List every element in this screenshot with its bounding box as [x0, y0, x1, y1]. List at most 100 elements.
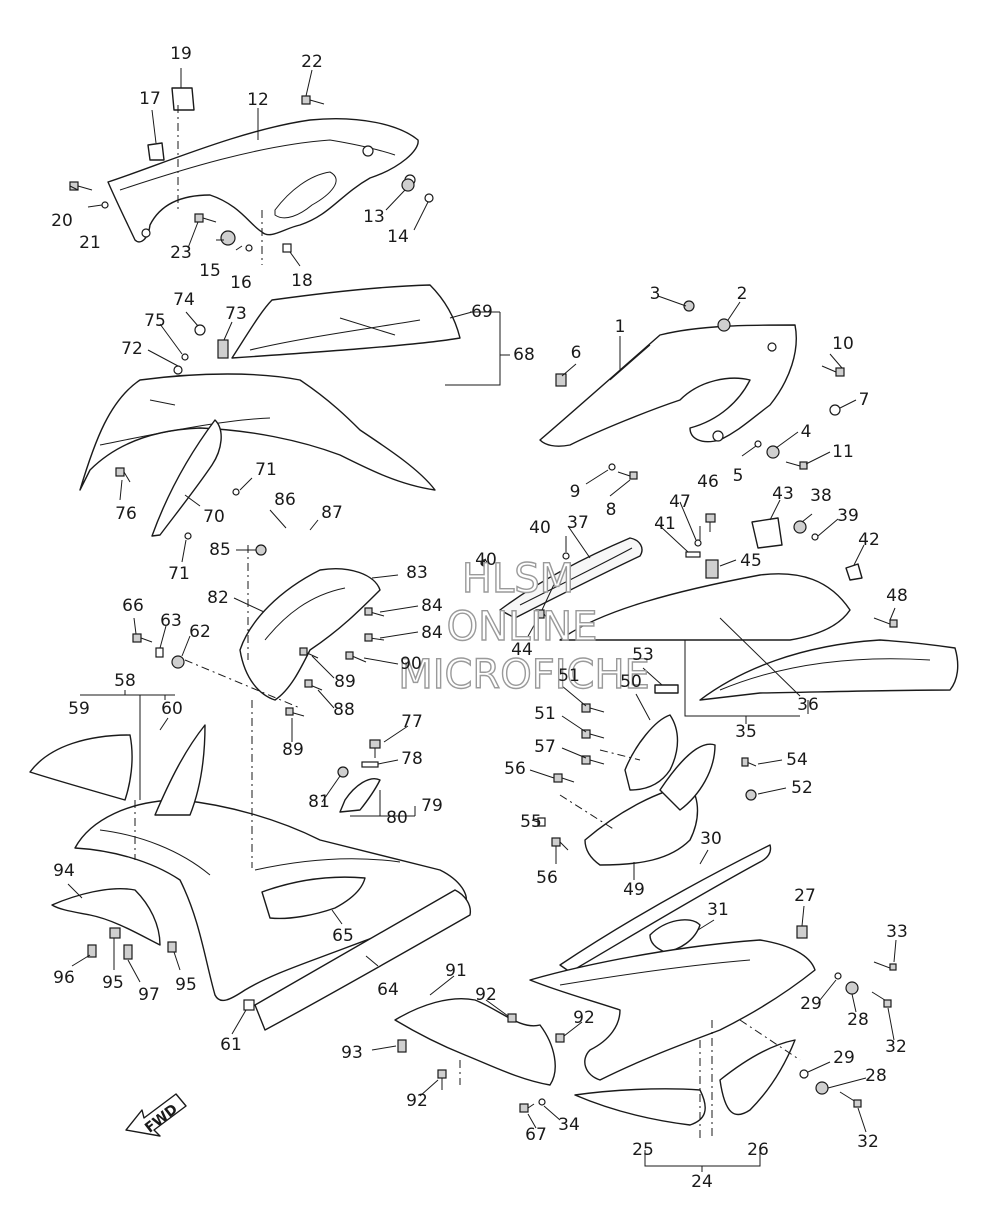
callout-50: 50: [620, 672, 642, 692]
callout-87: 87: [321, 503, 343, 523]
bolt-46: [705, 513, 716, 532]
bolt-92a: [507, 1013, 517, 1023]
callout-88: 88: [333, 700, 355, 720]
inner-panel-49: [584, 784, 699, 866]
callout-23: 23: [170, 243, 192, 263]
callout-17: 17: [139, 89, 161, 109]
callout-6: 6: [571, 343, 582, 363]
callout-46: 46: [697, 472, 719, 492]
callout-80: 80: [386, 808, 408, 828]
bolt-92b: [555, 1033, 565, 1043]
trim-strip-64: [254, 889, 472, 1031]
callout-32: 32: [857, 1132, 879, 1152]
fwd-arrow: FWD: [125, 1093, 187, 1137]
callout-38: 38: [810, 486, 832, 506]
callout-54: 54: [786, 750, 808, 770]
clip-53: [654, 684, 679, 694]
callout-58: 58: [114, 671, 136, 691]
callout-11: 11: [832, 442, 854, 462]
callout-85: 85: [209, 540, 231, 560]
callout-3: 3: [650, 284, 661, 304]
callout-56: 56: [504, 759, 526, 779]
side-cowling-upper: [559, 573, 851, 641]
watermark: HLSM ONLINE MICROFICHE: [397, 555, 650, 698]
callout-95: 95: [175, 975, 197, 995]
callout-93: 93: [341, 1043, 363, 1063]
callout-51: 51: [534, 704, 556, 724]
callout-28: 28: [865, 1066, 887, 1086]
watermark-line-2: ONLINE: [447, 604, 598, 650]
callout-31: 31: [707, 900, 729, 920]
watermark-line-1: HLSM: [462, 556, 574, 602]
side-panel-right: [539, 324, 797, 447]
callout-83: 83: [406, 563, 428, 583]
bolt-22: [301, 95, 325, 105]
bolt-23: [194, 213, 217, 223]
under-panel: [394, 998, 556, 1086]
air-duct: [499, 537, 643, 619]
callout-10: 10: [832, 334, 854, 354]
bolt-32a: [871, 991, 892, 1008]
callout-37: 37: [567, 513, 589, 533]
callout-72: 72: [121, 339, 143, 359]
callout-64: 64: [377, 980, 399, 1000]
bolt-76: [115, 467, 131, 483]
callout-40: 40: [529, 518, 551, 538]
trim-strip-30: [559, 844, 772, 973]
panel-25: [574, 1088, 706, 1126]
leader-lines: [67, 68, 897, 1133]
callout-90: 90: [400, 654, 422, 674]
assembly-lines: [134, 105, 801, 1140]
callout-42: 42: [858, 530, 880, 550]
callout-55: 55: [520, 812, 542, 832]
clip-42: [845, 563, 863, 581]
callout-47: 47: [669, 492, 691, 512]
callout-84: 84: [421, 623, 443, 643]
callout-4: 4: [801, 422, 812, 442]
callout-16: 16: [230, 273, 252, 293]
bolt-51a: [581, 703, 605, 713]
panel-26: [719, 1039, 796, 1116]
callout-52: 52: [791, 778, 813, 798]
callout-92: 92: [573, 1008, 595, 1028]
callout-96: 96: [53, 968, 75, 988]
callout-19: 19: [170, 44, 192, 64]
lower-cowling: [529, 939, 816, 1081]
callout-48: 48: [886, 586, 908, 606]
bracket-94: [51, 887, 161, 946]
bolt-54: [741, 757, 757, 767]
bolt-48: [873, 617, 898, 628]
callout-49: 49: [623, 880, 645, 900]
bolt-32b: [839, 1091, 862, 1108]
callout-34: 34: [558, 1115, 580, 1135]
callout-56: 56: [536, 868, 558, 888]
bolt-88: [304, 679, 323, 691]
upper-cowling: [79, 373, 436, 491]
bolt-56b: [551, 837, 569, 851]
callout-69: 69: [471, 302, 493, 322]
callout-12: 12: [247, 90, 269, 110]
watermark-line-3: MICROFICHE: [398, 652, 650, 698]
callout-63: 63: [160, 611, 182, 631]
clip-17: [147, 142, 165, 161]
bolt-10: [821, 365, 845, 377]
hardware: [69, 95, 898, 1113]
bolt-89b: [285, 707, 305, 717]
callout-7: 7: [859, 390, 870, 410]
callout-79: 79: [421, 796, 443, 816]
callout-8: 8: [606, 500, 617, 520]
bracket-31: [649, 919, 701, 953]
callout-1: 1: [615, 317, 626, 337]
callout-27: 27: [794, 886, 816, 906]
part-shapes: [29, 87, 959, 1126]
bolt-77: [369, 739, 381, 758]
bracket-79: [339, 778, 381, 813]
callout-59: 59: [68, 699, 90, 719]
bolt-56a: [553, 773, 575, 783]
callout-70: 70: [203, 507, 225, 527]
windshield: [231, 284, 461, 359]
clip-19: [171, 87, 195, 111]
callout-33: 33: [886, 922, 908, 942]
callout-97: 97: [138, 985, 160, 1005]
